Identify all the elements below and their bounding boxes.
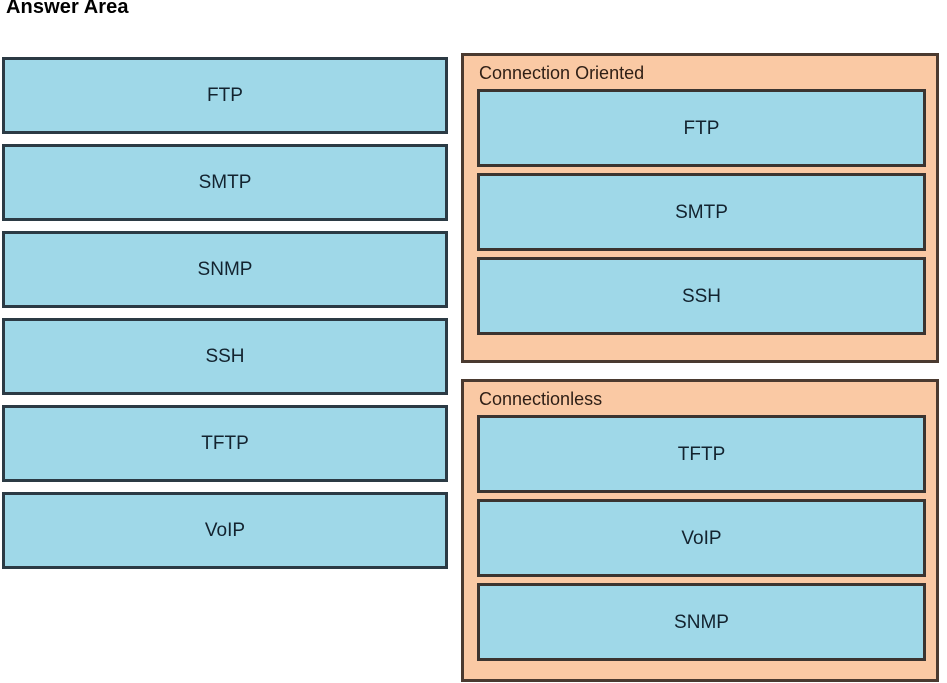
dropped-item-smtp[interactable]: SMTP xyxy=(477,173,926,252)
source-item-label: SMTP xyxy=(198,172,252,193)
dropped-item-label: SNMP xyxy=(674,611,729,633)
drop-zone-heading: Connectionless xyxy=(479,389,603,409)
drop-target-column: Connection Oriented FTP SMTP SSH Connect… xyxy=(461,53,939,682)
dropped-item-label: FTP xyxy=(683,117,720,139)
dropped-item-ftp[interactable]: FTP xyxy=(477,89,926,168)
source-item-label: TFTP xyxy=(201,433,249,454)
source-item-smtp[interactable]: SMTP xyxy=(2,144,448,221)
dropped-item-ssh[interactable]: SSH xyxy=(477,257,926,336)
drop-zone-heading: Connection Oriented xyxy=(479,63,645,83)
source-item-snmp[interactable]: SNMP xyxy=(2,231,448,308)
source-item-label: SSH xyxy=(205,346,245,367)
dropped-item-label: VoIP xyxy=(681,527,722,549)
dropped-item-label: TFTP xyxy=(677,443,726,465)
page-title: Answer Area xyxy=(6,0,129,18)
source-item-ftp[interactable]: FTP xyxy=(2,57,448,134)
source-item-voip[interactable]: VoIP xyxy=(2,492,448,569)
source-options-column: FTP SMTP SNMP SSH TFTP VoIP xyxy=(2,57,448,569)
drop-zone-connectionless[interactable]: Connectionless TFTP VoIP SNMP xyxy=(461,379,939,682)
source-item-label: SNMP xyxy=(197,259,253,280)
dropped-item-tftp[interactable]: TFTP xyxy=(477,415,926,494)
dropped-item-label: SMTP xyxy=(675,201,728,223)
dropped-item-label: SSH xyxy=(681,285,722,307)
source-item-tftp[interactable]: TFTP xyxy=(2,405,448,482)
dropped-item-voip[interactable]: VoIP xyxy=(477,499,926,578)
drop-zone-connection-oriented[interactable]: Connection Oriented FTP SMTP SSH xyxy=(461,53,939,363)
source-item-ssh[interactable]: SSH xyxy=(2,318,448,395)
source-item-label: VoIP xyxy=(204,520,246,541)
source-item-label: FTP xyxy=(207,85,243,106)
dropped-item-snmp[interactable]: SNMP xyxy=(477,583,926,662)
